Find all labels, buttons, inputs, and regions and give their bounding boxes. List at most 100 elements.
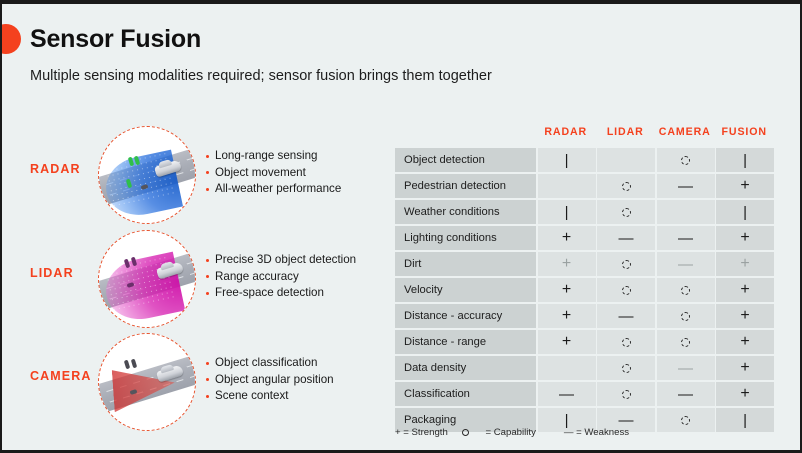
column-header-fusion: FUSION <box>721 126 767 138</box>
strength-plus-icon: + <box>740 177 750 195</box>
strength-bar-icon: | <box>743 411 747 429</box>
cell-radar: | <box>537 407 596 433</box>
list-item: Object classification <box>206 355 334 372</box>
cell-lidar <box>597 355 655 381</box>
page-subtitle: Multiple sensing modalities required; se… <box>30 68 492 84</box>
column-header-lidar: LIDAR <box>606 126 644 138</box>
cell-lidar <box>597 381 655 407</box>
cell-camera <box>656 329 715 355</box>
strength-plus-icon: + <box>740 359 750 377</box>
cell-radar: + <box>537 251 596 277</box>
strength-bar-icon: | <box>564 151 569 169</box>
camera-field-of-view-illustration <box>98 333 196 431</box>
cell-radar: — <box>537 381 596 407</box>
cell-lidar <box>597 329 655 355</box>
weakness-dash-icon: — <box>678 229 694 247</box>
row-label: Velocity <box>395 277 536 303</box>
row-label: Classification <box>395 381 536 407</box>
weakness-dash-icon: — <box>618 229 634 247</box>
cell-fusion: | <box>716 407 774 433</box>
cell-radar: + <box>537 277 596 303</box>
capability-circle-icon <box>681 155 691 165</box>
table-row: Distance - accuracy+—+ <box>395 303 774 329</box>
list-item: Object angular position <box>206 372 334 389</box>
modality-radar: RADAR Long-range sensing Object movement… <box>2 122 387 227</box>
column-header-camera: CAMERA <box>658 126 711 138</box>
cell-radar: + <box>537 303 596 329</box>
strength-plus-icon: + <box>561 255 572 273</box>
row-label: Distance - range <box>395 329 536 355</box>
cell-fusion: + <box>716 303 774 329</box>
capability-circle-icon <box>681 415 691 425</box>
cell-fusion: + <box>716 355 774 381</box>
capability-circle-icon <box>681 285 691 295</box>
cell-lidar: — <box>597 407 655 433</box>
cell-camera: — <box>656 225 715 251</box>
modality-camera: CAMERA Object classification Object angu… <box>2 329 387 434</box>
cell-fusion: | <box>716 199 774 225</box>
weakness-dash-icon: — <box>618 307 634 325</box>
page-title: Sensor Fusion <box>30 25 202 53</box>
list-item: Range accuracy <box>206 269 356 286</box>
capability-circle-icon <box>621 363 631 373</box>
cell-camera: — <box>656 251 715 277</box>
table-header-row: RADAR LIDAR CAMERA FUSION <box>395 126 774 148</box>
cell-fusion: | <box>716 148 774 173</box>
cell-lidar <box>597 173 655 199</box>
row-label: Lighting conditions <box>395 225 536 251</box>
cell-fusion: + <box>716 329 774 355</box>
cell-radar <box>537 355 596 381</box>
capability-circle-icon <box>621 207 631 217</box>
cell-camera: — <box>656 173 715 199</box>
strength-bar-icon: | <box>564 411 569 429</box>
cell-camera <box>656 303 715 329</box>
table-row: Weather conditions | | <box>395 199 774 225</box>
list-item: Long-range sensing <box>206 148 341 165</box>
row-label: Object detection <box>395 148 536 173</box>
capability-circle-icon <box>681 337 691 347</box>
strength-plus-icon: + <box>561 307 572 325</box>
capability-circle-icon <box>621 337 631 347</box>
list-item: Free-space detection <box>206 285 356 302</box>
cell-camera <box>656 277 715 303</box>
modality-lidar: LIDAR Precise 3D object detection Range … <box>2 226 387 331</box>
table-row: Classification——+ <box>395 381 774 407</box>
strength-plus-icon: + <box>740 229 750 247</box>
table-body: Object detection||Pedestrian detection—+… <box>395 148 774 433</box>
capability-circle-icon <box>681 311 691 321</box>
legend-capability-text: = Capability <box>485 427 536 438</box>
strength-plus-icon: + <box>740 385 750 403</box>
cell-camera: — <box>656 381 715 407</box>
cell-camera <box>656 148 715 173</box>
legend-strength: + = Strength <box>395 427 448 438</box>
slide: Sensor Fusion Multiple sensing modalitie… <box>2 4 800 450</box>
bullet-list-lidar: Precise 3D object detection Range accura… <box>206 252 356 302</box>
cell-fusion: + <box>716 173 774 199</box>
cell-lidar: — <box>597 303 655 329</box>
table-legend: + = Strength = Capability— = Weakness <box>395 427 643 438</box>
cell-radar <box>537 173 596 199</box>
table-row: Data density—+ <box>395 355 774 381</box>
strength-bar-icon: | <box>743 151 747 169</box>
table-row: Velocity + + <box>395 277 774 303</box>
cell-radar: + <box>537 329 596 355</box>
cell-fusion: + <box>716 381 774 407</box>
weakness-dash-icon: — <box>678 255 694 273</box>
strength-plus-icon: + <box>740 307 750 325</box>
capability-matrix-table: RADAR LIDAR CAMERA FUSION Object detecti… <box>395 126 774 434</box>
strength-bar-icon: | <box>743 203 747 221</box>
cell-lidar <box>597 277 655 303</box>
table-row: Object detection | | <box>395 148 774 173</box>
table-row: Dirt+—+ <box>395 251 774 277</box>
modality-label-camera: CAMERA <box>30 369 92 383</box>
cell-radar: | <box>537 148 596 173</box>
circle-icon <box>461 429 469 436</box>
table-row: Packaging|—| <box>395 407 774 433</box>
capability-circle-icon <box>621 389 631 399</box>
column-header-radar: RADAR <box>544 126 588 138</box>
weakness-dash-icon: — <box>678 385 694 403</box>
strength-bar-icon: | <box>564 203 569 221</box>
strength-plus-icon: + <box>561 281 572 299</box>
row-label: Weather conditions <box>395 199 536 225</box>
strength-plus-icon: + <box>740 281 750 299</box>
